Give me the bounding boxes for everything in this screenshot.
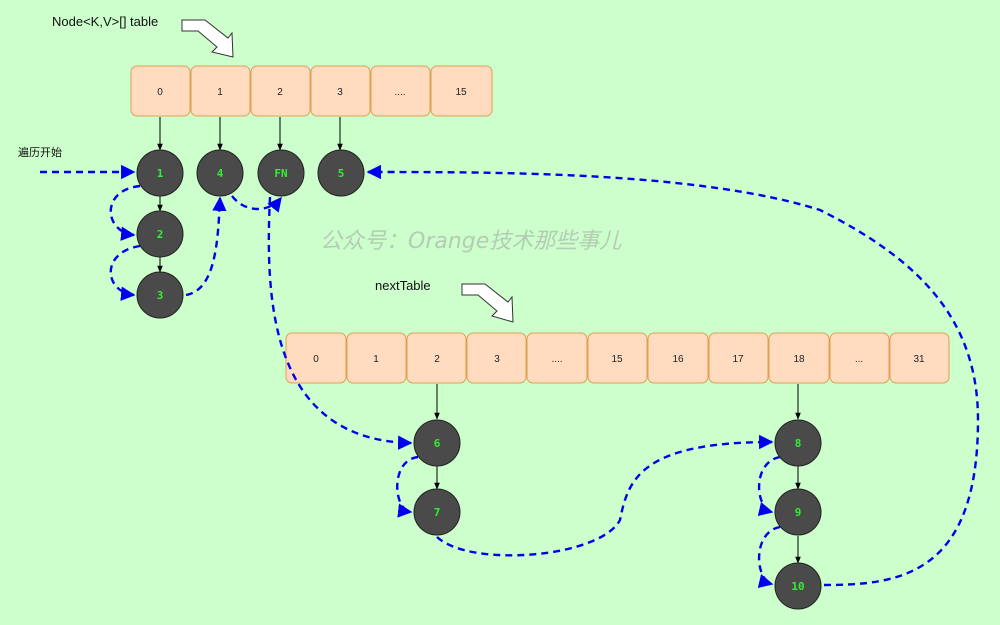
- path-node7-to-node8: [436, 434, 774, 557]
- path-node8-to-node9: [757, 455, 781, 517]
- node-fn: FN: [257, 149, 305, 197]
- svg-text:....: ....: [394, 87, 405, 98]
- node-7: 7: [413, 488, 461, 536]
- next-cell-2: 2: [406, 332, 467, 384]
- path-node4-to-fn: [231, 195, 282, 213]
- svg-text:1: 1: [157, 167, 164, 180]
- path-node6-to-node7: [396, 455, 419, 518]
- table-pointer-arrow-icon: [181, 19, 234, 58]
- path-node2-to-node3: [109, 244, 141, 301]
- chain-arrows: [157, 117, 801, 564]
- svg-text:10: 10: [791, 580, 804, 593]
- node-5: 5: [317, 149, 365, 197]
- svg-text:15: 15: [455, 87, 467, 98]
- svg-text:3: 3: [494, 354, 500, 365]
- svg-text:5: 5: [338, 167, 345, 180]
- next-cell-ellipsis-2: ...: [829, 332, 890, 384]
- svg-text:9: 9: [795, 506, 802, 519]
- svg-text:6: 6: [434, 437, 441, 450]
- svg-text:8: 8: [795, 437, 802, 450]
- svg-text:FN: FN: [274, 167, 287, 180]
- table-cell-0: 0: [130, 65, 191, 117]
- table-cell-2: 2: [250, 65, 311, 117]
- path-node10-to-node5: [366, 164, 980, 587]
- path-node9-to-node10: [757, 525, 781, 589]
- traversal-path: [40, 164, 980, 589]
- node-4: 4: [196, 149, 244, 197]
- next-cell-1: 1: [346, 332, 407, 384]
- node-6: 6: [413, 419, 461, 467]
- table-cell-3: 3: [310, 65, 371, 117]
- svg-text:7: 7: [434, 506, 441, 519]
- next-cell-16: 16: [647, 332, 709, 384]
- node-8: 8: [774, 419, 822, 467]
- node-2: 2: [136, 210, 184, 258]
- svg-text:1: 1: [373, 354, 379, 365]
- svg-text:3: 3: [337, 87, 343, 98]
- path-fn-to-node6: [267, 196, 413, 450]
- next-table-pointer-arrow-icon: [461, 283, 514, 323]
- node-10: 10: [774, 562, 822, 610]
- next-table-title: nextTable: [375, 278, 431, 293]
- svg-text:3: 3: [157, 289, 164, 302]
- table-cell-ellipsis: ....: [370, 65, 431, 117]
- svg-text:....: ....: [551, 354, 562, 365]
- next-cell-18: 18: [768, 332, 830, 384]
- table-array: 0 1 2 3 .... 15: [130, 65, 493, 117]
- svg-text:1: 1: [217, 87, 223, 98]
- next-cell-3: 3: [466, 332, 527, 384]
- table-cell-15: 15: [430, 65, 493, 117]
- next-cell-ellipsis-1: ....: [526, 332, 588, 384]
- svg-text:17: 17: [732, 354, 744, 365]
- svg-text:15: 15: [611, 354, 623, 365]
- nodes: 1 2 3 4 FN 5 6 7 8 9 10: [136, 149, 822, 610]
- svg-text:2: 2: [434, 354, 440, 365]
- next-cell-15: 15: [587, 332, 648, 384]
- path-node3-to-node4: [185, 196, 227, 297]
- svg-text:18: 18: [793, 354, 805, 365]
- table-title: Node<K,V>[] table: [52, 14, 158, 29]
- traversal-start-label: 遍历开始: [18, 145, 62, 159]
- next-cell-0: 0: [285, 332, 347, 384]
- node-9: 9: [774, 488, 822, 536]
- node-1: 1: [136, 149, 184, 197]
- watermark: 公众号：Orange技术那些事儿: [320, 229, 622, 254]
- table-cell-1: 1: [190, 65, 251, 117]
- next-cell-31: 31: [889, 332, 950, 384]
- next-table-array: 0 1 2 3 .... 15 16 17 18 ... 31: [285, 332, 950, 384]
- svg-text:2: 2: [277, 87, 283, 98]
- node-3: 3: [136, 271, 184, 319]
- svg-text:2: 2: [157, 228, 164, 241]
- svg-text:0: 0: [313, 354, 319, 365]
- path-node1-to-node2: [109, 184, 141, 241]
- svg-text:0: 0: [157, 87, 163, 98]
- svg-text:31: 31: [913, 354, 925, 365]
- svg-text:...: ...: [855, 354, 863, 365]
- next-cell-17: 17: [708, 332, 769, 384]
- svg-text:16: 16: [672, 354, 684, 365]
- svg-text:4: 4: [217, 167, 224, 180]
